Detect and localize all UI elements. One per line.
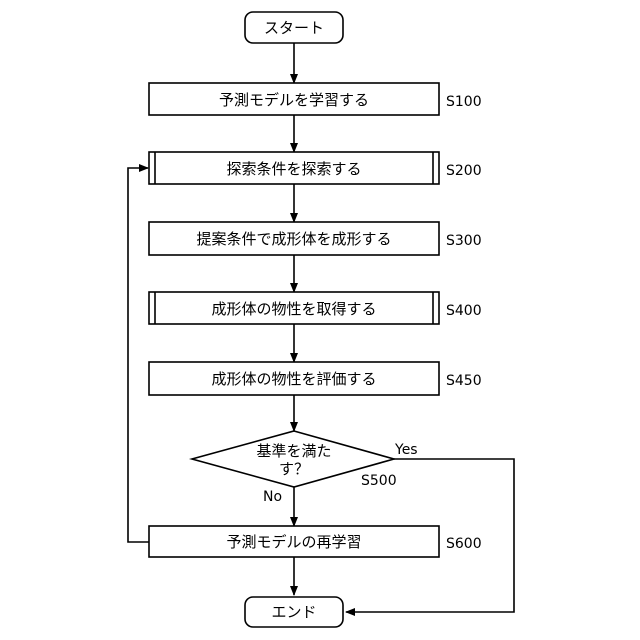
end-node: エンド [245,597,343,627]
step-number-s200: S200 [446,163,482,179]
step-s200: 探索条件を探索する S200 [149,152,482,184]
process-label-s450: 成形体の物性を評価する [211,370,376,388]
decision-label-line2-s500: す？ [279,460,309,478]
end-label: エンド [271,603,316,621]
process-label-s300: 提案条件で成形体を成形する [196,230,391,248]
step-s600: 予測モデルの再学習 S600 [149,526,482,557]
decision-label-line1-s500: 基準を満た [256,442,331,460]
step-s300: 提案条件で成形体を成形する S300 [149,222,482,255]
process-label-s100: 予測モデルを学習する [219,91,369,109]
step-number-s450: S450 [446,373,482,389]
step-number-s600: S600 [446,536,482,552]
step-s500: 基準を満た す？ S500 Yes No [192,431,418,505]
step-s450: 成形体の物性を評価する S450 [149,362,482,395]
start-label: スタート [264,19,324,37]
step-number-s400: S400 [446,303,482,319]
step-s400: 成形体の物性を取得する S400 [149,292,482,324]
process-label-s600: 予測モデルの再学習 [226,533,361,551]
step-number-s500: S500 [361,473,397,489]
process-label-s400: 成形体の物性を取得する [211,300,376,318]
step-number-s300: S300 [446,233,482,249]
start-node: スタート [245,12,343,43]
process-label-s200: 探索条件を探索する [226,160,361,178]
arrow-s600-loop-to-s200 [128,168,149,542]
branch-label-yes: Yes [394,442,418,458]
branch-label-no: No [263,489,282,505]
step-number-s100: S100 [446,94,482,110]
step-s100: 予測モデルを学習する S100 [149,83,482,115]
